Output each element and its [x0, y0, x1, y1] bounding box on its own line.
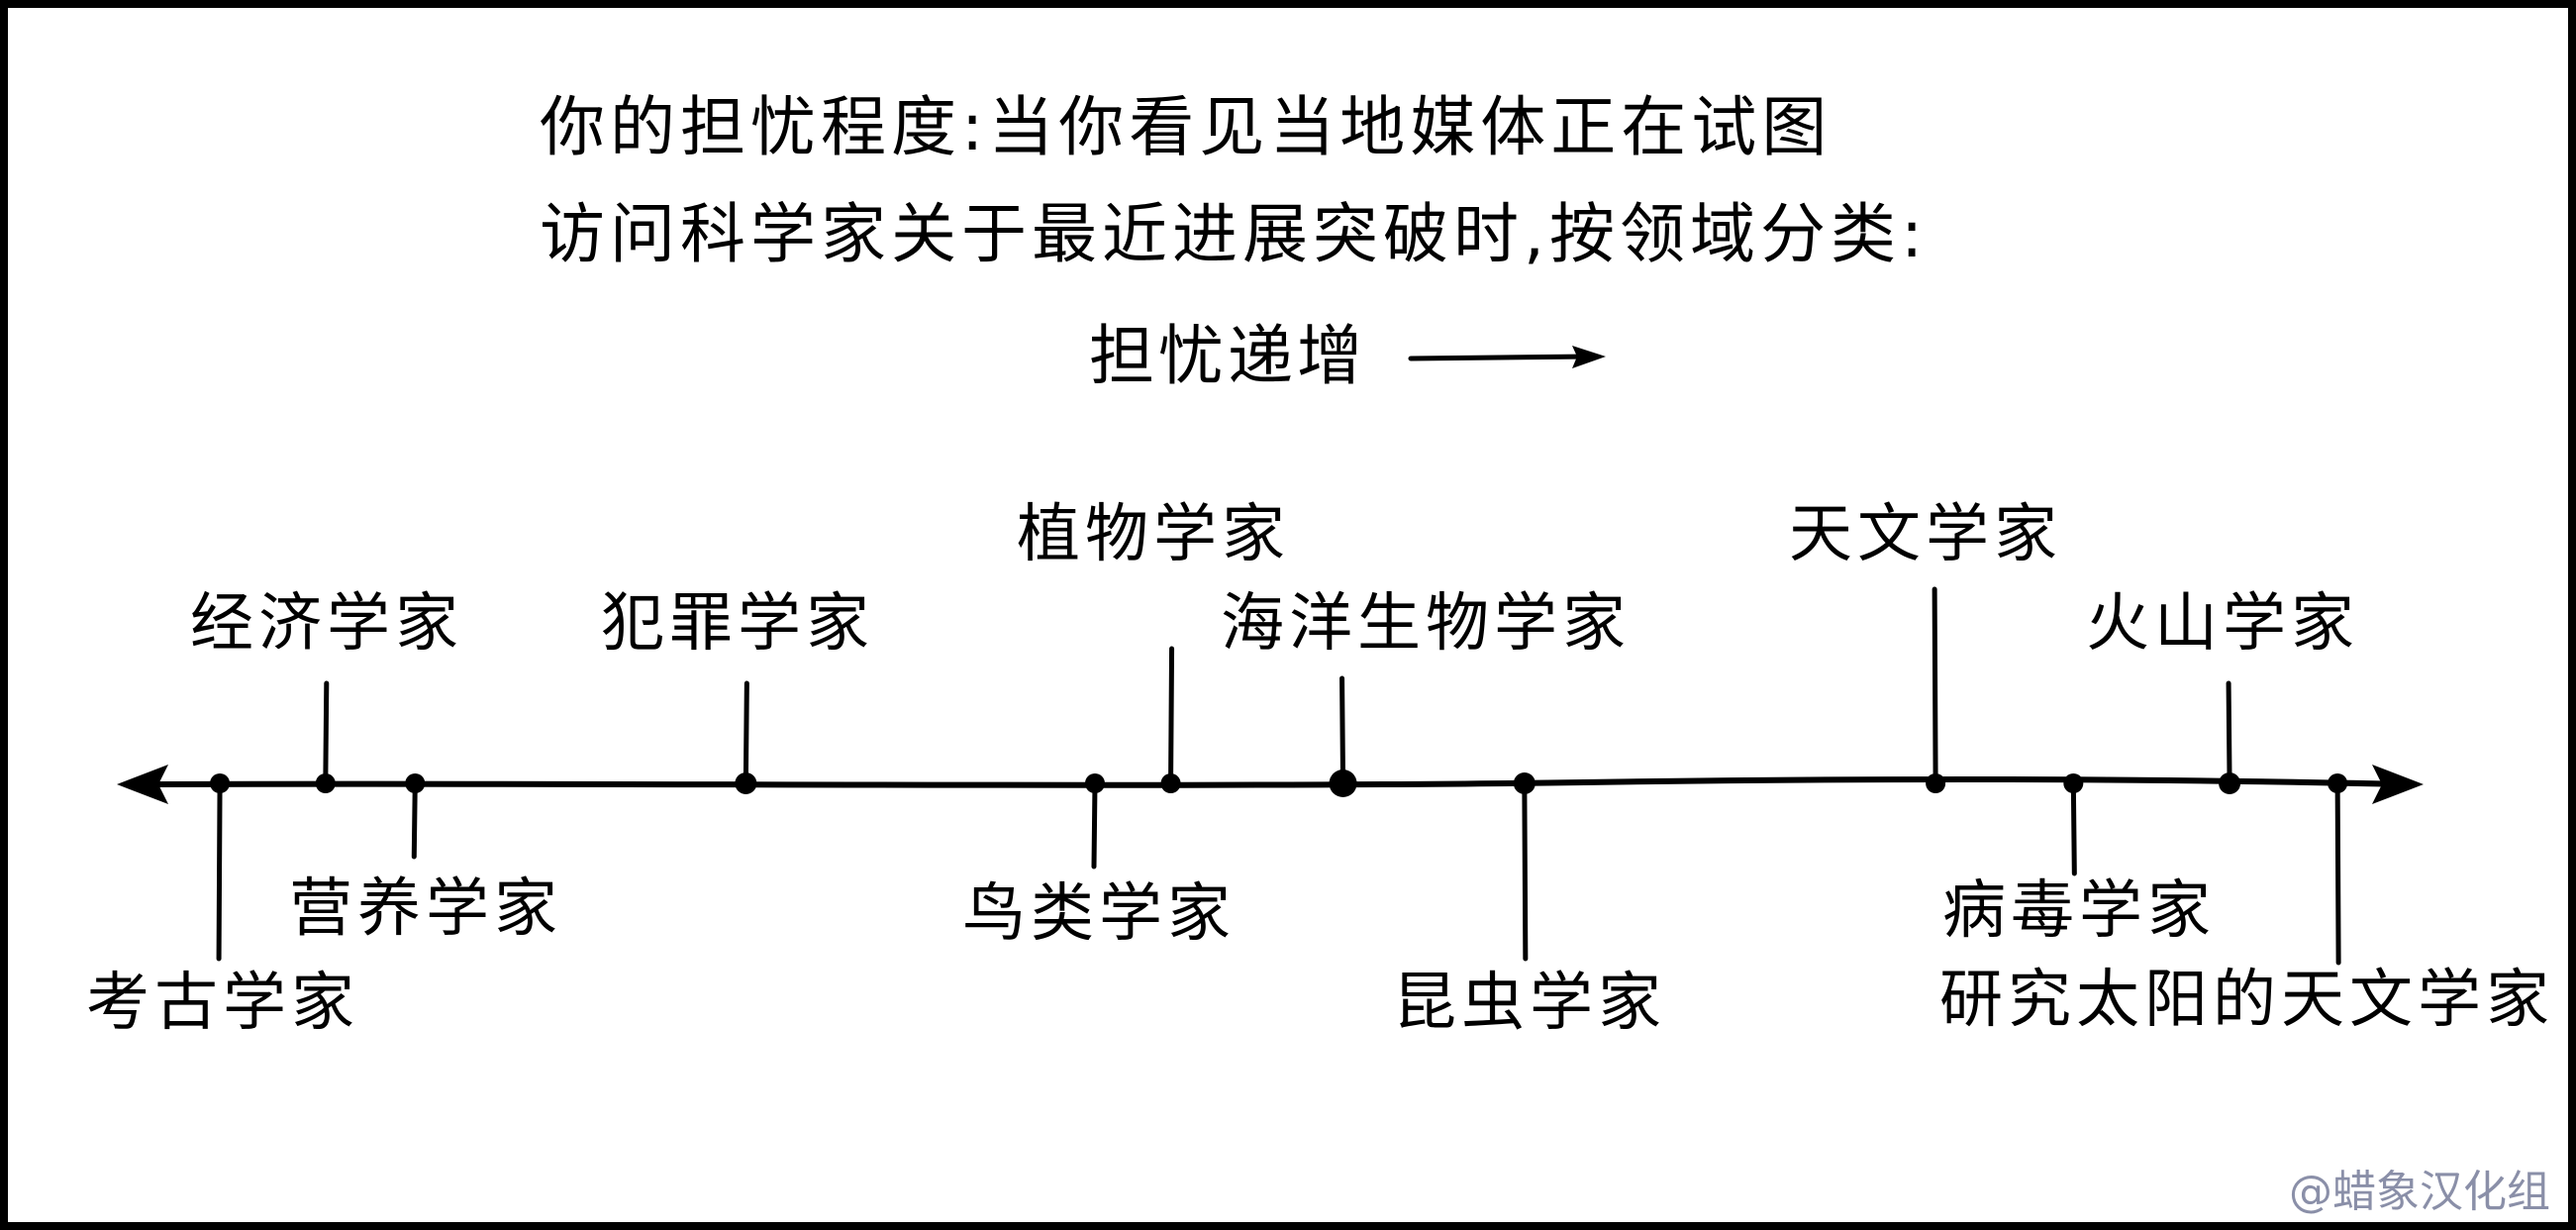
field-dot [1160, 773, 1181, 793]
field-label: 犯罪学家 [601, 587, 874, 661]
field-dot [1085, 773, 1105, 793]
field-label: 植物学家 [1017, 498, 1290, 571]
worry-arrow-head [1572, 346, 1606, 368]
field-label: 病毒学家 [1942, 874, 2216, 948]
axis-line [131, 775, 2411, 788]
field-label: 经济学家 [190, 587, 463, 661]
field-stem [1168, 646, 1175, 786]
field-dot [210, 773, 231, 793]
field-dot [2219, 772, 2241, 794]
title-line-1: 你的担忧程度:当你看见当地媒体正在试图 [540, 89, 1833, 165]
field-label: 鸟类学家 [962, 877, 1236, 951]
field-dot [315, 773, 336, 793]
worry-arrow-shaft [1408, 354, 1592, 361]
field-dot [1513, 772, 1536, 794]
translator-credit: @蜡象汉化组 [2289, 1167, 2550, 1217]
field-stem [2334, 780, 2341, 966]
field-stem [2070, 780, 2077, 876]
comic-title: 你的担忧程度:当你看见当地媒体正在试图 访问科学家关于最近进展突破时,按领域分类… [540, 74, 2025, 288]
axis-right-arrowhead [2372, 765, 2424, 804]
field-stem [1932, 586, 1938, 786]
field-dot [735, 772, 757, 794]
title-line-2: 访问科学家关于最近进展突破时,按领域分类: [540, 196, 1929, 272]
field-dot [2328, 773, 2348, 793]
field-label: 天文学家 [1789, 498, 2062, 571]
field-stem [411, 780, 418, 860]
field-label: 火山学家 [2086, 587, 2359, 661]
field-label: 海洋生物学家 [1221, 587, 1631, 661]
field-label: 考古学家 [86, 967, 359, 1040]
field-dot [1926, 773, 1946, 793]
field-label: 研究太阳的天文学家 [1939, 964, 2554, 1037]
field-stem [1091, 780, 1098, 870]
field-stem [1522, 780, 1529, 962]
field-dot [405, 773, 426, 793]
field-dot [2063, 773, 2084, 793]
field-stem [216, 780, 223, 962]
field-stem [743, 680, 749, 786]
axis-left-arrowhead [117, 765, 168, 804]
field-stem [323, 680, 330, 786]
field-dot [1329, 769, 1357, 797]
field-label: 营养学家 [289, 872, 562, 946]
field-label: 昆虫学家 [1393, 967, 1666, 1040]
increasing-worry-label: 担忧递增 [1089, 318, 1366, 394]
field-stem [1339, 675, 1346, 786]
